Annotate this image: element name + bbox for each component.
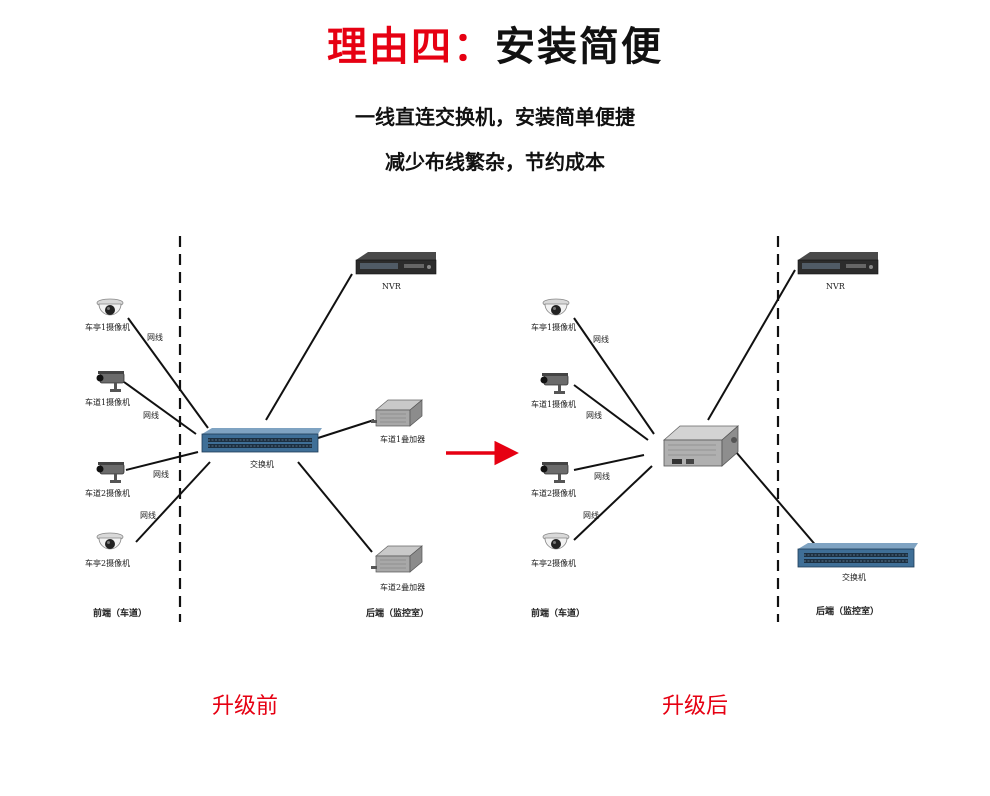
title-main: 安装简便 <box>495 24 663 70</box>
after-switch-label: 交换机 <box>842 572 866 582</box>
before-back-label: 后端（监控室） <box>366 607 429 619</box>
before-front-label: 前端（车道） <box>93 607 147 619</box>
after-cable-label-4: 网线 <box>583 510 599 520</box>
title-prefix: 理由四 <box>327 24 453 70</box>
after-camera-label-1: 车亭1摄像机 <box>531 322 576 332</box>
page-title: 理由四：安装简便 <box>0 14 990 72</box>
before-overlay-1-label: 车道1叠加器 <box>380 434 425 444</box>
after-cables <box>573 269 819 549</box>
after-front-label: 前端（车道） <box>531 607 585 619</box>
before-switch-icon <box>201 427 323 453</box>
after-camera-1-icon <box>542 298 570 316</box>
before-overlay-2-label: 车道2叠加器 <box>380 582 425 592</box>
before-camera-label-1: 车亭1摄像机 <box>85 322 130 332</box>
before-cable-label-3: 网线 <box>153 469 169 479</box>
after-nvr-label: NVR <box>826 282 846 291</box>
before-camera-2-icon <box>96 370 125 393</box>
after-camera-4-icon <box>542 532 570 550</box>
before-camera-label-4: 车亭2摄像机 <box>85 558 130 568</box>
before-camera-label-2: 车道1摄像机 <box>85 397 130 407</box>
subtitle-line-1: 一线直连交换机，安装简单便捷 <box>355 105 635 129</box>
before-cable-label-2: 网线 <box>143 410 159 420</box>
after-camera-label-2: 车道1摄像机 <box>531 399 576 409</box>
after-back-label: 后端（监控室） <box>816 605 879 617</box>
after-switch-icon <box>797 542 919 568</box>
before-overlay-2-icon <box>370 545 423 573</box>
before-camera-1-icon <box>96 298 124 316</box>
before-switch-label: 交换机 <box>250 459 274 469</box>
after-encoder-box-icon <box>663 425 739 467</box>
before-nvr-icon <box>355 251 437 275</box>
after-camera-2-icon <box>540 372 569 395</box>
before-caption: 升级前 <box>212 694 279 719</box>
before-camera-label-3: 车道2摄像机 <box>85 488 130 498</box>
before-cables <box>123 273 375 553</box>
before-cable-label-4: 网线 <box>140 510 156 520</box>
after-cable-label-3: 网线 <box>594 471 610 481</box>
after-caption: 升级后 <box>662 694 729 719</box>
title-colon: ： <box>453 24 495 70</box>
before-camera-3-icon <box>96 461 125 484</box>
after-camera-3-icon <box>540 461 569 484</box>
after-cable-label-2: 网线 <box>586 410 602 420</box>
before-cable-label-1: 网线 <box>147 332 163 342</box>
before-nvr-label: NVR <box>382 282 402 291</box>
after-cable-label-1: 网线 <box>593 334 609 344</box>
after-nvr-icon <box>797 251 879 275</box>
before-camera-4-icon <box>96 532 124 550</box>
subtitle-line-2: 减少布线繁杂，节约成本 <box>385 150 605 174</box>
after-camera-label-3: 车道2摄像机 <box>531 488 576 498</box>
after-camera-label-4: 车亭2摄像机 <box>531 558 576 568</box>
before-overlay-1-icon <box>370 399 423 427</box>
